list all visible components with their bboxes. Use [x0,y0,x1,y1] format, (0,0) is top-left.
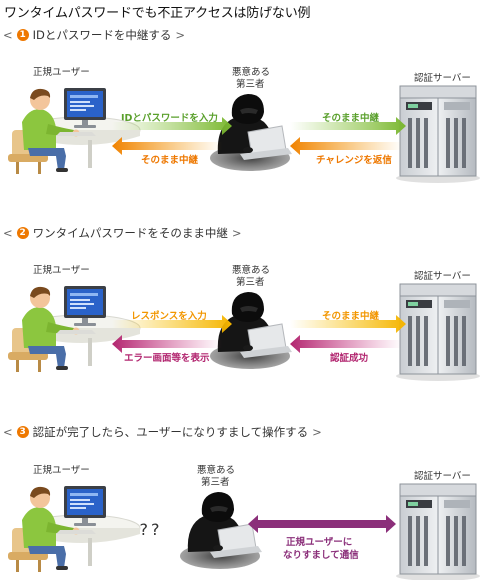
step-2-user-label: 正規ユーザー [33,265,90,276]
step-2-arrow-1 [112,315,232,333]
step-2-server-illustration [395,283,481,382]
step-2-number-badge: 2 [16,227,29,239]
step-1-arrow-4 [290,137,402,155]
step-2-arrow-2 [290,315,406,333]
step-1-heading-text: IDとパスワードを中継する [32,28,172,42]
step-1-user-illustration [7,87,141,175]
step-3-heading-text: 認証が完了したら、ユーザーになりすまして操作する [32,425,309,439]
step-3-arrow-label-line1: 正規ユーザーに [286,537,353,548]
step-3-attacker-label-line2: 第三者 [201,477,230,488]
step-3-double-arrow [248,515,396,533]
step-1-user-label: 正規ユーザー [33,67,90,78]
step-2-attacker-label-line2: 第三者 [236,277,265,288]
step-1-server-label: 認証サーバー [414,73,471,84]
step-2-attacker-label-line1: 悪意ある [232,265,271,276]
step-1-attacker-label-line2: 第三者 [236,79,265,90]
step-1-heading: < 1 IDとパスワードを中継する > [3,28,186,42]
step-1-arrow-2-label: そのまま中継 [322,113,380,124]
step-2-arrow-4 [290,335,402,353]
step-1-arrow-2 [290,117,406,135]
step-2-heading: < 2 ワンタイムパスワードをそのまま中継 > [3,226,242,240]
step-1-arrow-4-label: チャレンジを返信 [316,155,392,166]
step-2-arrow-1-label: レスポンスを入力 [131,311,207,322]
step-3-number-badge: 3 [16,426,29,438]
step-1-server-illustration [395,85,481,184]
step-1-arrow-1-label: IDとパスワードを入力 [121,113,218,124]
step-2-heading-text: ワンタイムパスワードをそのまま中継 [32,226,228,240]
step-3-server-illustration [395,483,481,580]
step-2-arrow-3 [112,335,222,353]
step-1-arrow-1 [112,117,232,135]
step-1-number-badge: 1 [16,29,29,41]
page-title: ワンタイムパスワードでも不正アクセスは防げない例 [4,6,311,21]
step-3-attacker-illustration [179,491,263,570]
step-2-arrow-4-label: 認証成功 [330,353,369,364]
step-2-server-label: 認証サーバー [414,271,471,282]
step-1-arrow-3 [112,137,222,155]
step-1-arrow-3-label: そのまま中継 [141,155,199,166]
step-2-arrow-3-label: エラー画面等を表示 [124,353,210,364]
step-3-server-label: 認証サーバー [414,471,471,482]
step-2-arrow-2-label: そのまま中継 [322,311,380,322]
step-3-attacker-label-line1: 悪意ある [197,465,236,476]
step-1-attacker-label-line1: 悪意ある [232,67,271,78]
step-3-user-illustration [7,485,141,573]
step-3-arrow-label-line2: なりすまして通信 [283,550,359,561]
step-3-heading: < 3 認証が完了したら、ユーザーになりすまして操作する > [3,425,322,439]
step-3-user-label: 正規ユーザー [33,465,90,476]
step-2-user-illustration [7,285,141,373]
